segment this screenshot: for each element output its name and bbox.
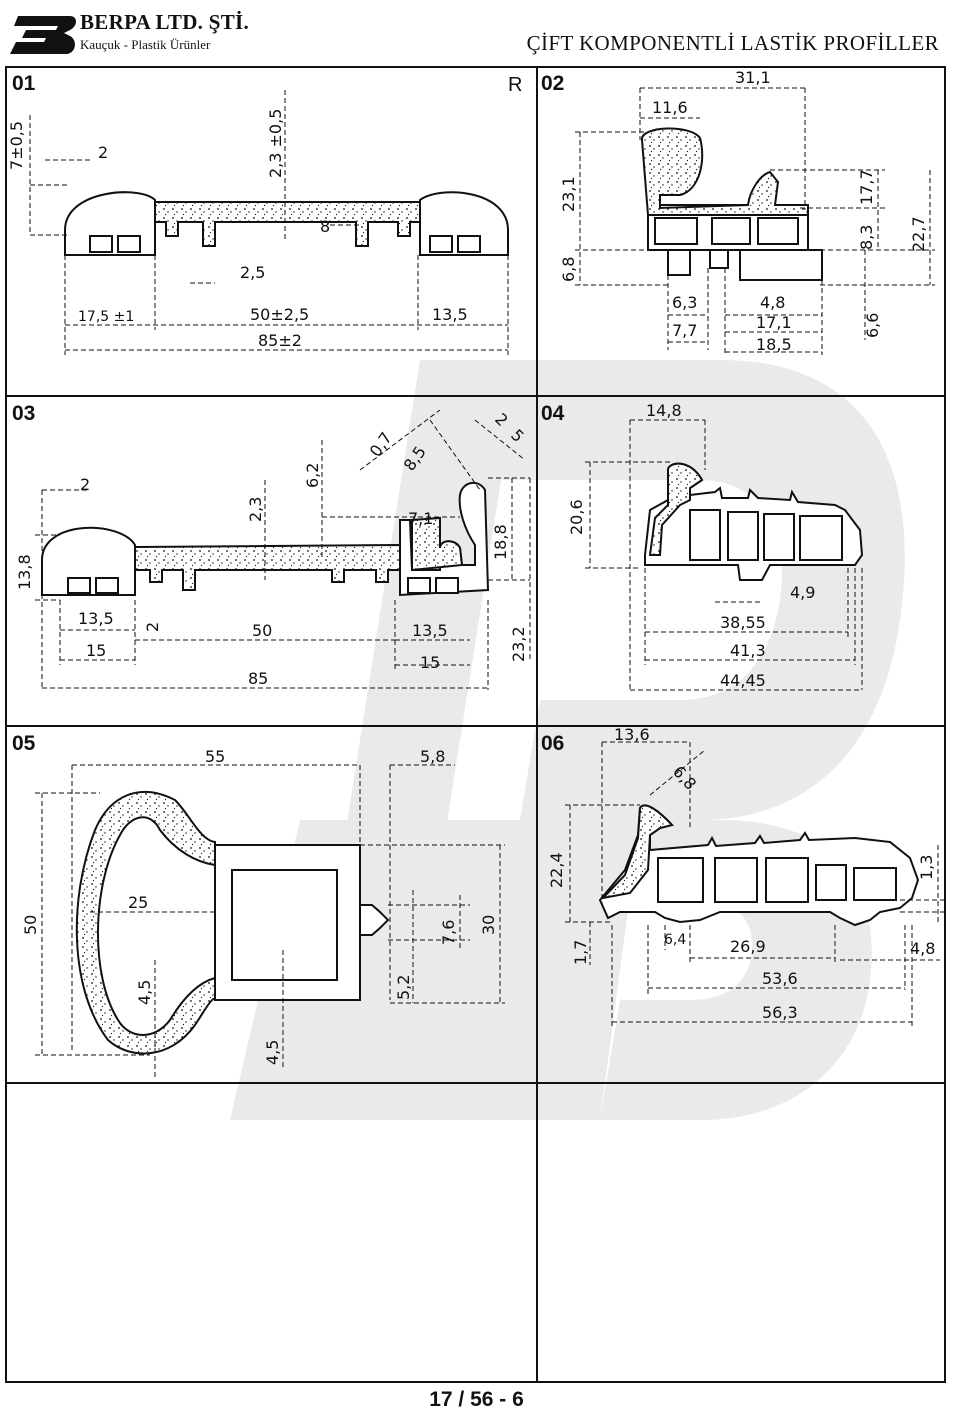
p01-dim-g: 50±2,5 (250, 305, 309, 324)
grid-divider-row2 (5, 725, 946, 727)
profile-number-04: 04 (541, 402, 565, 425)
p03-dim-h: 7,1 (408, 509, 433, 528)
p02-dim-h: 6,6 (863, 313, 882, 338)
p06-dim-d: 1,3 (917, 855, 936, 880)
p04-dim-a: 14,8 (646, 401, 682, 420)
p03-dim-d: 5 (507, 425, 528, 446)
p06-dim-e: 1,7 (571, 940, 590, 965)
grid-divider-vertical (536, 66, 538, 1383)
p03-dim-i: 18,8 (491, 524, 510, 560)
company-tagline: Kauçuk - Plastik Ürünler (80, 37, 211, 52)
profile-number-05: 05 (12, 732, 36, 755)
p01-dim-f: 17,5 ±1 (78, 309, 134, 325)
profile-04-drawing (585, 419, 864, 691)
p06-dim-h: 4,8 (910, 939, 935, 958)
p05-dim-c: 50 (21, 915, 40, 935)
profile-number-01: 01 (12, 72, 36, 95)
p02-dim-g: 22,7 (909, 216, 928, 252)
p03-dim-a: 0,7 (366, 429, 396, 461)
profile-03-drawing (35, 409, 531, 690)
p05-dim-i: 4,5 (263, 1040, 282, 1065)
p06-dim-a: 13,6 (614, 725, 650, 744)
p01-dim-c: 2,3 ±0,5 (266, 109, 285, 178)
p03-dim-n: 13,5 (412, 621, 448, 640)
p06-dim-j: 56,3 (762, 1003, 798, 1022)
grid-divider-row1 (5, 395, 946, 397)
p01-dim-d: 8 (320, 217, 330, 236)
p03-dim-q: 15 (420, 653, 440, 672)
p02-dim-a: 31,1 (735, 68, 771, 87)
p02-dim-l: 17,1 (756, 313, 792, 332)
document-title: ÇİFT KOMPONENTLİ LASTİK PROFİLLER (526, 31, 939, 55)
p01-dim-b: 2 (98, 143, 108, 162)
p03-dim-f: 6,2 (303, 463, 322, 488)
p02-dim-e: 17,7 (857, 169, 876, 205)
p02-dim-b: 11,6 (652, 98, 688, 117)
p03-dim-c: 2 (80, 475, 90, 494)
p02-dim-k: 7,7 (672, 321, 697, 340)
p05-dim-b: 5,8 (420, 747, 445, 766)
p03-dim-m: 50 (252, 621, 272, 640)
p03-dim-o: 23,2 (509, 626, 528, 662)
p03-dim-p: 15 (86, 641, 106, 660)
berpa-logo-icon (10, 16, 76, 54)
p02-dim-m: 18,5 (756, 335, 792, 354)
p03-dim-k: 13,5 (78, 609, 114, 628)
p02-dim-i: 6,3 (672, 293, 697, 312)
profile-01-drawing (29, 90, 509, 355)
p01-dim-i: 85±2 (258, 331, 302, 350)
p02-dim-f: 8,3 (857, 225, 876, 250)
p04-dim-e: 41,3 (730, 641, 766, 660)
p03-dim-j: 13,8 (15, 554, 34, 590)
p05-dim-e: 7,6 (439, 920, 458, 945)
grid-divider-row3 (5, 1082, 946, 1084)
page-header: BERPA LTD. ŞTİ. Kauçuk - Plastik Ürünler… (0, 0, 953, 66)
profile-05-drawing (35, 764, 505, 1080)
p05-dim-d: 25 (128, 893, 148, 912)
p04-dim-d: 38,55 (720, 613, 766, 632)
p02-dim-c: 23,1 (559, 176, 578, 212)
p03-dim-g: 2,3 (246, 497, 265, 522)
p04-dim-b: 20,6 (567, 499, 586, 535)
drawing-sheet (5, 66, 946, 1383)
company-name: BERPA LTD. ŞTİ. (80, 10, 250, 34)
p06-dim-b: 6,8 (669, 762, 700, 794)
p05-dim-h: 5,2 (394, 975, 413, 1000)
p04-dim-c: 4,9 (790, 583, 815, 602)
p02-dim-d: 6,8 (559, 257, 578, 282)
p04-dim-f: 44,45 (720, 671, 766, 690)
p03-dim-r: 85 (248, 669, 268, 688)
p06-dim-g: 26,9 (730, 937, 766, 956)
p05-dim-a: 55 (205, 747, 225, 766)
p01-dim-h: 13,5 (432, 305, 468, 324)
p06-dim-i: 53,6 (762, 969, 798, 988)
page-number: 17 / 56 - 6 (429, 1388, 524, 1411)
p01-dim-e: 2,5 (240, 263, 265, 282)
p03-dim-b: 8,5 (400, 443, 430, 475)
profile-number-02: 02 (541, 72, 565, 95)
p05-dim-g: 4,5 (135, 980, 154, 1005)
p03-dim-l: 2 (143, 622, 162, 632)
p05-dim-f: 30 (479, 915, 498, 935)
profile-01-mark: R (508, 74, 523, 96)
p06-dim-c: 22,4 (547, 852, 566, 888)
p03-dim-e: 2 (491, 409, 512, 430)
p06-dim-f: 6,4 (664, 932, 686, 948)
profile-number-03: 03 (12, 402, 36, 425)
profile-02-drawing (575, 87, 935, 355)
profile-number-06: 06 (541, 732, 565, 755)
profile-06-drawing (565, 741, 945, 1028)
p02-dim-j: 4,8 (760, 293, 785, 312)
p01-dim-a: 7±0,5 (7, 121, 26, 170)
